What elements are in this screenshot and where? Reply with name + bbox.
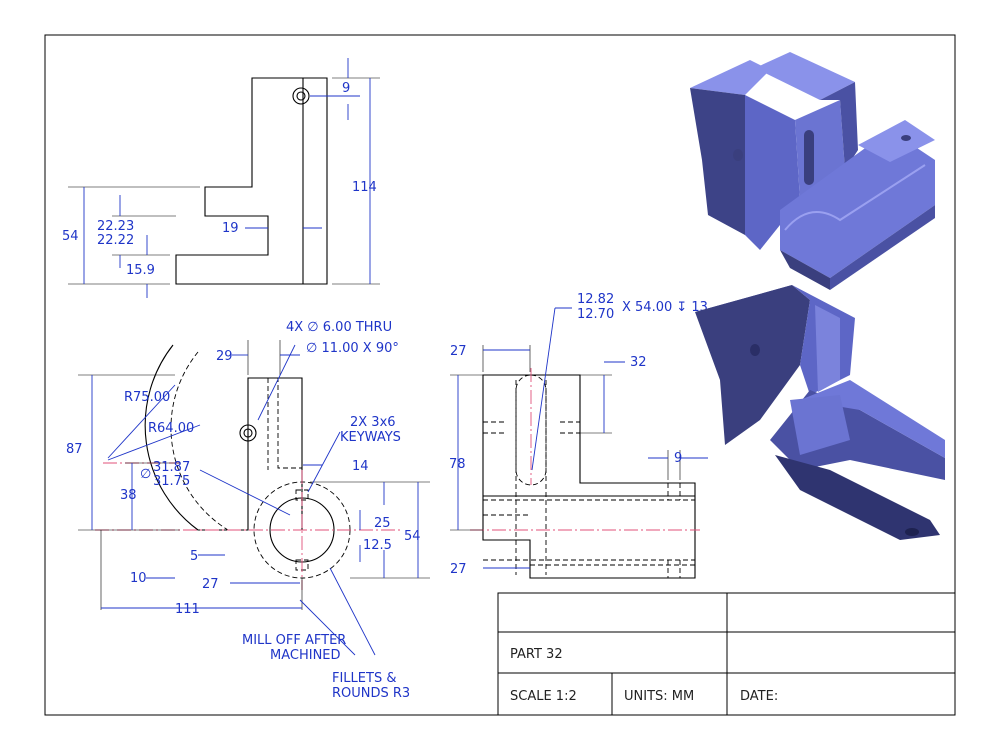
dim-87: 87 [66,442,83,457]
diameter-symbol: ∅ [140,467,151,482]
dim-bore-lower: 31.75 [153,474,190,489]
dim-27-side-bottom: 27 [450,562,467,577]
dim-32: 32 [630,355,647,370]
dim-r75: R75.00 [124,390,170,405]
note-mill-line1: MILL OFF AFTER [242,633,346,648]
dim-38: 38 [120,488,137,503]
isometric-view-bottom [695,285,945,540]
side-view: 12.82 12.70 X 54.00 ↧ 13 27 32 78 9 27 [449,292,708,579]
slot-lower: 12.70 [577,307,614,322]
dim-114: 114 [352,180,377,195]
dim-bore-upper: 31.87 [153,460,190,475]
dim-29: 29 [216,349,233,364]
dim-15-9: 15.9 [126,263,155,278]
slot-rest: X 54.00 ↧ 13 [622,300,708,315]
dim-10: 10 [130,571,147,586]
dim-111: 111 [175,602,200,617]
units-label: UNITS: MM [624,689,694,704]
top-view: 9 114 54 22.23 22.22 19 15.9 [62,58,380,298]
dim-5: 5 [190,549,198,564]
keyway-callout-line2: KEYWAYS [340,430,401,445]
note-fillet-line1: FILLETS & [332,671,396,686]
slot-upper: 12.82 [577,292,614,307]
dim-9-top: 9 [342,81,350,96]
date-label: DATE: [740,689,778,704]
dim-54-top: 54 [62,229,79,244]
dim-r64: R64.00 [148,421,194,436]
dim-19: 19 [222,221,239,236]
note-mill-line2: MACHINED [270,648,341,663]
hole-callout-line1: 4X ∅ 6.00 THRU [286,320,392,335]
dim-14: 14 [352,459,369,474]
keyway-callout-line1: 2X 3x6 [350,415,396,430]
note-fillet-line2: ROUNDS R3 [332,686,410,701]
front-view: 29 4X ∅ 6.00 THRU ∅ 11.00 X 90° R75.00 R… [66,320,430,701]
hole-callout-line2: ∅ 11.00 X 90° [306,341,399,356]
dim-27-front: 27 [202,577,219,592]
dim-12-5: 12.5 [363,538,392,553]
dim-22-22: 22.22 [97,233,134,248]
dim-54-front: 54 [404,529,421,544]
dim-78: 78 [449,457,466,472]
dim-27-side-top: 27 [450,344,467,359]
isometric-view-top [690,52,935,290]
part-name: PART 32 [510,647,563,662]
dim-22-23: 22.23 [97,219,134,234]
dim-25: 25 [374,516,391,531]
dim-9-side: 9 [674,451,682,466]
scale-label: SCALE 1:2 [510,689,577,704]
title-block: PART 32 SCALE 1:2 UNITS: MM DATE: [497,592,956,716]
